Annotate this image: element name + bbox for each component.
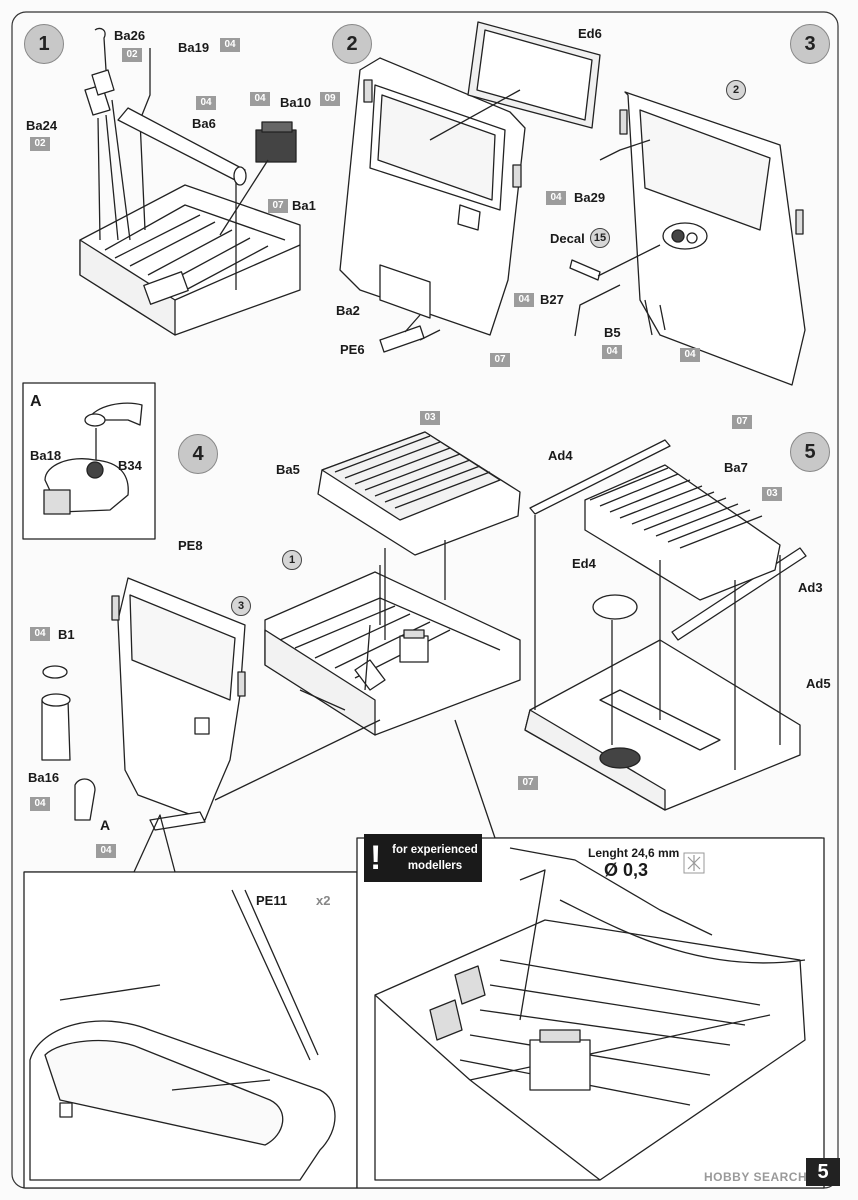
- part-label-Ba16: Ba16: [28, 770, 60, 785]
- part-label-B34: B34: [118, 458, 142, 473]
- ref-step-2: 2: [726, 80, 746, 100]
- part-label-B27: B27: [540, 292, 564, 307]
- sprue-badge: 04: [220, 38, 240, 52]
- part-label-Ba18: Ba18: [30, 448, 62, 463]
- sprue-badge: 04: [514, 293, 534, 307]
- sprue-badge: 04: [602, 345, 622, 359]
- step-4-number: 4: [178, 434, 218, 474]
- sprue-badge: 04: [680, 348, 700, 362]
- sprue-badge: 02: [122, 48, 142, 62]
- cut-icon: [683, 852, 705, 874]
- part-label-Ad3: Ad3: [798, 580, 823, 595]
- part-label-Ed4: Ed4: [572, 556, 596, 571]
- sprue-badge: 04: [30, 797, 50, 811]
- step-1-number: 1: [24, 24, 64, 64]
- part-label-Ba26: Ba26: [114, 28, 146, 43]
- sprue-badge: 07: [268, 199, 288, 213]
- sprue-badge: 04: [546, 191, 566, 205]
- part-label-Ba19: Ba19: [178, 40, 210, 55]
- part-label-PE8: PE8: [178, 538, 203, 553]
- wire-length-label: Lenght 24,6 mm: [588, 846, 680, 860]
- part-label-Ba5: Ba5: [276, 462, 300, 477]
- ref-step-3: 3: [231, 596, 251, 616]
- part-label-PE11: PE11: [256, 893, 288, 908]
- sprue-badge: 04: [96, 844, 116, 858]
- ref-decal-15: 15: [590, 228, 610, 248]
- step-2-number: 2: [332, 24, 372, 64]
- sprue-badge: 04: [196, 96, 216, 110]
- ref-step-1: 1: [282, 550, 302, 570]
- part-label-Ba1: Ba1: [292, 198, 316, 213]
- experienced-modellers-warning: ! for experienced modellers: [364, 834, 482, 882]
- part-label-Ba10: Ba10: [280, 95, 312, 110]
- part-label-Ed6: Ed6: [578, 26, 602, 41]
- part-label-Ad5: Ad5: [806, 676, 831, 691]
- sprue-badge: 04: [30, 627, 50, 641]
- part-label-B5: B5: [604, 325, 621, 340]
- step-3-number: 3: [790, 24, 830, 64]
- sprue-badge: 03: [420, 411, 440, 425]
- wire-diameter-label: Ø 0,3: [604, 860, 649, 880]
- sprue-badge: 03: [762, 487, 782, 501]
- part-label-Decal: Decal: [550, 231, 585, 246]
- part-label-Ba2: Ba2: [336, 303, 360, 318]
- detail-label-A-ref: A: [100, 817, 111, 833]
- detail-label-A: A: [30, 393, 42, 410]
- sprue-badge: 02: [30, 137, 50, 151]
- part-label-Ad4: Ad4: [548, 448, 573, 463]
- watermark: HOBBY SEARCH: [704, 1170, 808, 1184]
- part-label-Ba24: Ba24: [26, 118, 58, 133]
- page-number: 5: [806, 1158, 840, 1186]
- sprue-badge: 07: [490, 353, 510, 367]
- part-label-PE6: PE6: [340, 342, 365, 357]
- part-label-Ba29: Ba29: [574, 190, 606, 205]
- sprue-badge: 09: [320, 92, 340, 106]
- warning-text: for experienced modellers: [392, 844, 478, 872]
- step-5-number: 5: [790, 432, 830, 472]
- sprue-badge: 04: [250, 92, 270, 106]
- sprue-badge: 07: [732, 415, 752, 429]
- part-label-Ba6: Ba6: [192, 116, 216, 131]
- part-label-B1: B1: [58, 627, 75, 642]
- exclamation-icon: !: [370, 839, 382, 877]
- part-label-Ba7: Ba7: [724, 460, 748, 475]
- quantity-x2: x2: [316, 893, 331, 908]
- sprue-badge: 07: [518, 776, 538, 790]
